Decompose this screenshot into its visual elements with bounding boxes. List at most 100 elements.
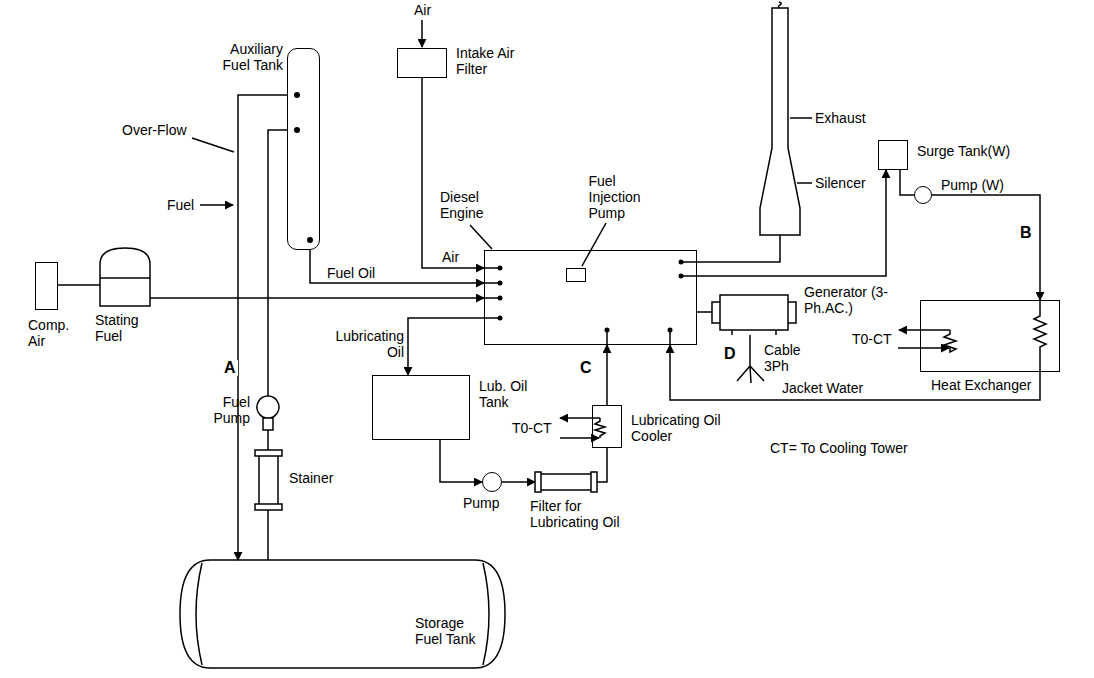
air-inlet-arrow <box>421 20 423 47</box>
port-dot <box>679 260 684 265</box>
storage-tank-shape <box>180 560 505 668</box>
fuel-pump-outline <box>256 396 280 430</box>
port-dot <box>498 316 503 321</box>
from-tower-arrow <box>560 437 599 439</box>
port-dot <box>294 127 300 133</box>
pipe-line <box>606 345 608 405</box>
leader-line <box>790 117 812 119</box>
diesel-engine: Diesel EngineFuel Injection Pump <box>484 250 697 345</box>
pipe-line <box>440 440 482 482</box>
node-label: Auxiliary Fuel Tank <box>208 41 283 73</box>
port-dot <box>294 92 300 98</box>
node-label: Diesel Engine <box>440 189 495 221</box>
callout-letter: B <box>1018 225 1034 241</box>
node-label: Filter for Lubricating Oil <box>530 498 640 530</box>
node-label: Surge Tank(W) <box>917 143 1037 159</box>
node-label: Lubricating Oil Cooler <box>631 412 741 444</box>
edge-label: Fuel Oil <box>325 265 377 281</box>
node-label: Intake Air Filter <box>456 45 522 77</box>
edge-label: Jacket Water <box>780 380 865 396</box>
flow-label: Air <box>412 2 433 18</box>
flow-label: Fuel <box>165 197 196 213</box>
node-label: Exhaust <box>815 110 885 126</box>
pipe-line <box>597 448 607 482</box>
flow-label: T0-CT <box>510 420 554 436</box>
flow-label: Over-Flow <box>120 122 189 138</box>
port-dot <box>498 266 503 271</box>
lub-oil-tank: Lub. Oil Tank <box>372 375 470 440</box>
edge-label: Lubricating Oil <box>322 328 406 360</box>
pipe-line <box>502 481 535 483</box>
node-label: Stating Fuel <box>95 312 155 344</box>
port-dot <box>605 328 610 333</box>
node-label: Fuel Pump <box>194 394 250 426</box>
node-label: Generator (3-Ph.AC.) <box>804 284 894 316</box>
oil-cooler: Lubricating Oil Cooler <box>592 405 622 448</box>
node-label: Pump (W) <box>941 177 1021 193</box>
pipe-line <box>150 297 484 299</box>
pipe-line <box>900 170 914 195</box>
generator: Generator (3-Ph.AC.) <box>712 290 796 335</box>
node-label: Silencer <box>815 175 885 191</box>
silencer-shape <box>760 8 800 235</box>
node-label: Heat Exchanger <box>931 377 1051 393</box>
port-dot <box>498 296 503 301</box>
starting-fuel-tank: Stating Fuel <box>100 248 150 306</box>
strainer: Stainer <box>255 450 282 510</box>
storage-tank: Storage Fuel Tank <box>180 560 505 668</box>
heat-exchanger: Heat Exchanger <box>920 300 1060 372</box>
leader-line <box>582 223 606 266</box>
fuel-pump: Fuel Pump <box>256 396 280 430</box>
flow-label: T0-CT <box>850 331 894 347</box>
callout-letter: C <box>578 360 594 376</box>
pipe-line <box>267 430 269 450</box>
node-label: Pump <box>463 495 513 511</box>
water-coil <box>1034 300 1046 372</box>
pipe-line <box>58 284 100 286</box>
pipe-line <box>932 195 1040 300</box>
lub-pump: Pump <box>482 472 502 492</box>
silencer-outline <box>760 8 800 235</box>
node-label: Stainer <box>289 470 359 486</box>
exhaust-smoke <box>778 2 781 8</box>
generator-shaft <box>697 311 712 313</box>
starting-fuel-tank-shape <box>100 248 150 306</box>
leader-line <box>470 225 492 249</box>
pipe-line <box>408 318 484 375</box>
pipe-line <box>697 235 780 262</box>
storage-tank-outline <box>180 560 505 668</box>
air-filter: Intake Air Filter <box>397 48 447 78</box>
oil-cooler-coil <box>595 418 605 438</box>
generator-outline <box>712 290 796 335</box>
to-tower-arrow <box>560 417 600 419</box>
callout-letter: D <box>722 346 738 362</box>
silencer: ExhaustSilencer <box>760 8 800 235</box>
cable-label: Cable 3Ph <box>762 342 811 374</box>
fuel-pump-shape <box>257 396 279 430</box>
callout-letter: A <box>222 360 238 376</box>
oil-filter-shape <box>535 472 597 492</box>
starting-fuel-tank-outline <box>100 248 150 306</box>
node-label: Comp. Air <box>28 317 78 349</box>
leader-line <box>797 182 812 184</box>
water-pump: Pump (W) <box>914 186 932 204</box>
aux-fuel-tank: Auxiliary Fuel Tank <box>287 48 320 250</box>
node-label: Lub. Oil Tank <box>479 378 539 410</box>
port-dot <box>679 274 684 279</box>
pipe-line <box>422 78 484 268</box>
from-tower-arrow <box>898 347 949 349</box>
to-tower-arrow <box>899 329 950 331</box>
strainer-shape <box>255 450 282 510</box>
pipe-line <box>267 510 269 560</box>
surge-tank: Surge Tank(W) <box>878 140 908 170</box>
leader-line <box>192 138 234 152</box>
oil-filter: Filter for Lubricating Oil <box>535 472 597 492</box>
port-dot <box>668 328 673 333</box>
port-dot <box>307 237 313 243</box>
node-label: Fuel Injection Pump <box>589 173 659 221</box>
pipe-line <box>238 95 287 560</box>
pipe-line <box>697 170 886 276</box>
